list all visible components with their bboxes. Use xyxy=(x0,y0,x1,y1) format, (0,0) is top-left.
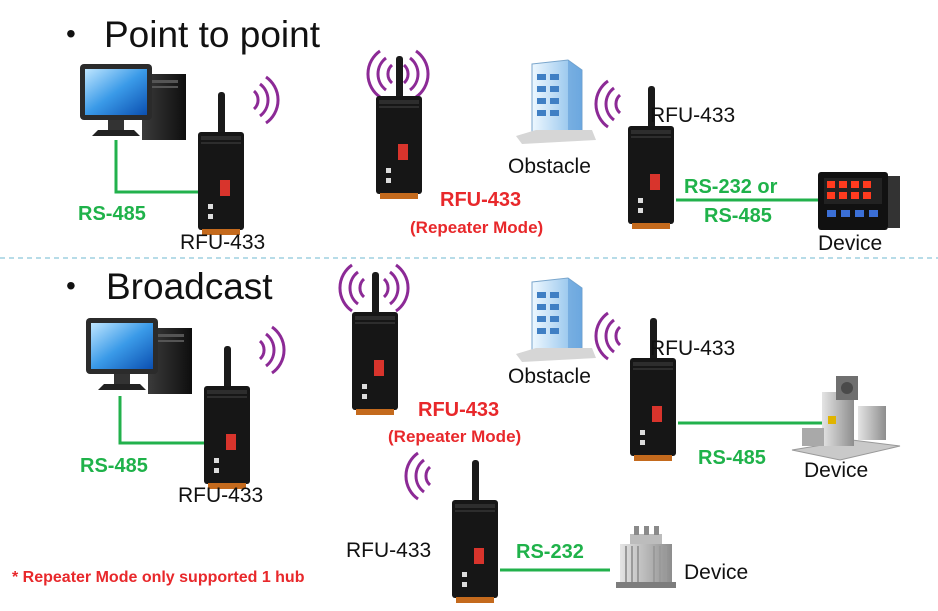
bc-repeater-radio-waves-left-icon xyxy=(338,263,366,313)
bc-bullet: • xyxy=(66,270,76,301)
bc-device2-label: Device xyxy=(684,561,749,584)
p2p-computer-icon xyxy=(80,64,186,140)
bc-device1-label: Device xyxy=(804,459,869,482)
bc-pc-link-line xyxy=(118,396,204,445)
p2p-host-module-icon xyxy=(198,92,244,235)
footnote: * Repeater Mode only supported 1 hub xyxy=(12,569,305,586)
bc-links xyxy=(118,396,822,572)
p2p-bullet: • xyxy=(66,18,76,49)
bc-section-title: Broadcast xyxy=(106,266,273,307)
bc-host-module-icon xyxy=(204,346,250,489)
p2p-repeater-radio-waves-left-icon xyxy=(366,49,394,99)
p2p-pc-link-label: RS-485 xyxy=(78,203,146,225)
p2p-repeater-module-icon xyxy=(376,56,422,199)
bc-remote2-link-label: RS-232 xyxy=(516,541,584,563)
bc-repeater-label: RFU-433 xyxy=(418,399,500,421)
bc-remote1-radio-waves-icon xyxy=(594,311,622,361)
bc-host-module-label: RFU-433 xyxy=(178,484,264,507)
p2p-links xyxy=(114,140,818,202)
p2p-host-module-label: RFU-433 xyxy=(180,231,266,254)
bc-pc-link-label: RS-485 xyxy=(80,455,148,477)
p2p-remote-link-label-line1: RS-232 or xyxy=(684,176,778,198)
p2p-section-title: Point to point xyxy=(104,14,320,55)
p2p-remote-module-label: RFU-433 xyxy=(650,104,736,127)
bc-remote1-link-label: RS-485 xyxy=(698,447,766,469)
bc-remote1-module-label: RFU-433 xyxy=(650,337,736,360)
bc-transformer-device-icon xyxy=(615,525,677,589)
p2p-pc-link-line xyxy=(114,140,198,194)
bc-remote2-module-label: RFU-433 xyxy=(346,539,432,562)
p2p-repeater-mode-label: (Repeater Mode) xyxy=(410,218,544,237)
bc-remote2-module-icon xyxy=(452,460,498,603)
p2p-remote-radio-waves-icon xyxy=(594,79,622,129)
p2p-obstacle-label: Obstacle xyxy=(508,155,591,178)
p2p-repeater-label: RFU-433 xyxy=(440,189,522,211)
bc-repeater-radio-waves-right-icon xyxy=(382,263,410,313)
bc-remote2-radio-waves-icon xyxy=(404,451,432,501)
bc-repeater-mode-label: (Repeater Mode) xyxy=(388,427,522,446)
bc-host-radio-waves-icon xyxy=(258,325,286,375)
p2p-obstacle-building-icon xyxy=(515,59,597,145)
p2p-repeater-radio-waves-right-icon xyxy=(402,49,430,99)
p2p-controller-device-icon xyxy=(818,172,900,230)
bc-obstacle-building-icon xyxy=(515,277,597,363)
bc-repeater-module-icon xyxy=(352,272,398,415)
bc-obstacle-label: Obstacle xyxy=(508,365,591,388)
p2p-device-label: Device xyxy=(818,232,883,255)
bc-computer-icon xyxy=(86,318,192,394)
p2p-host-radio-waves-icon xyxy=(252,75,280,125)
p2p-remote-link-label-line2: RS-485 xyxy=(704,205,772,227)
bc-machine-device-icon xyxy=(791,375,901,461)
